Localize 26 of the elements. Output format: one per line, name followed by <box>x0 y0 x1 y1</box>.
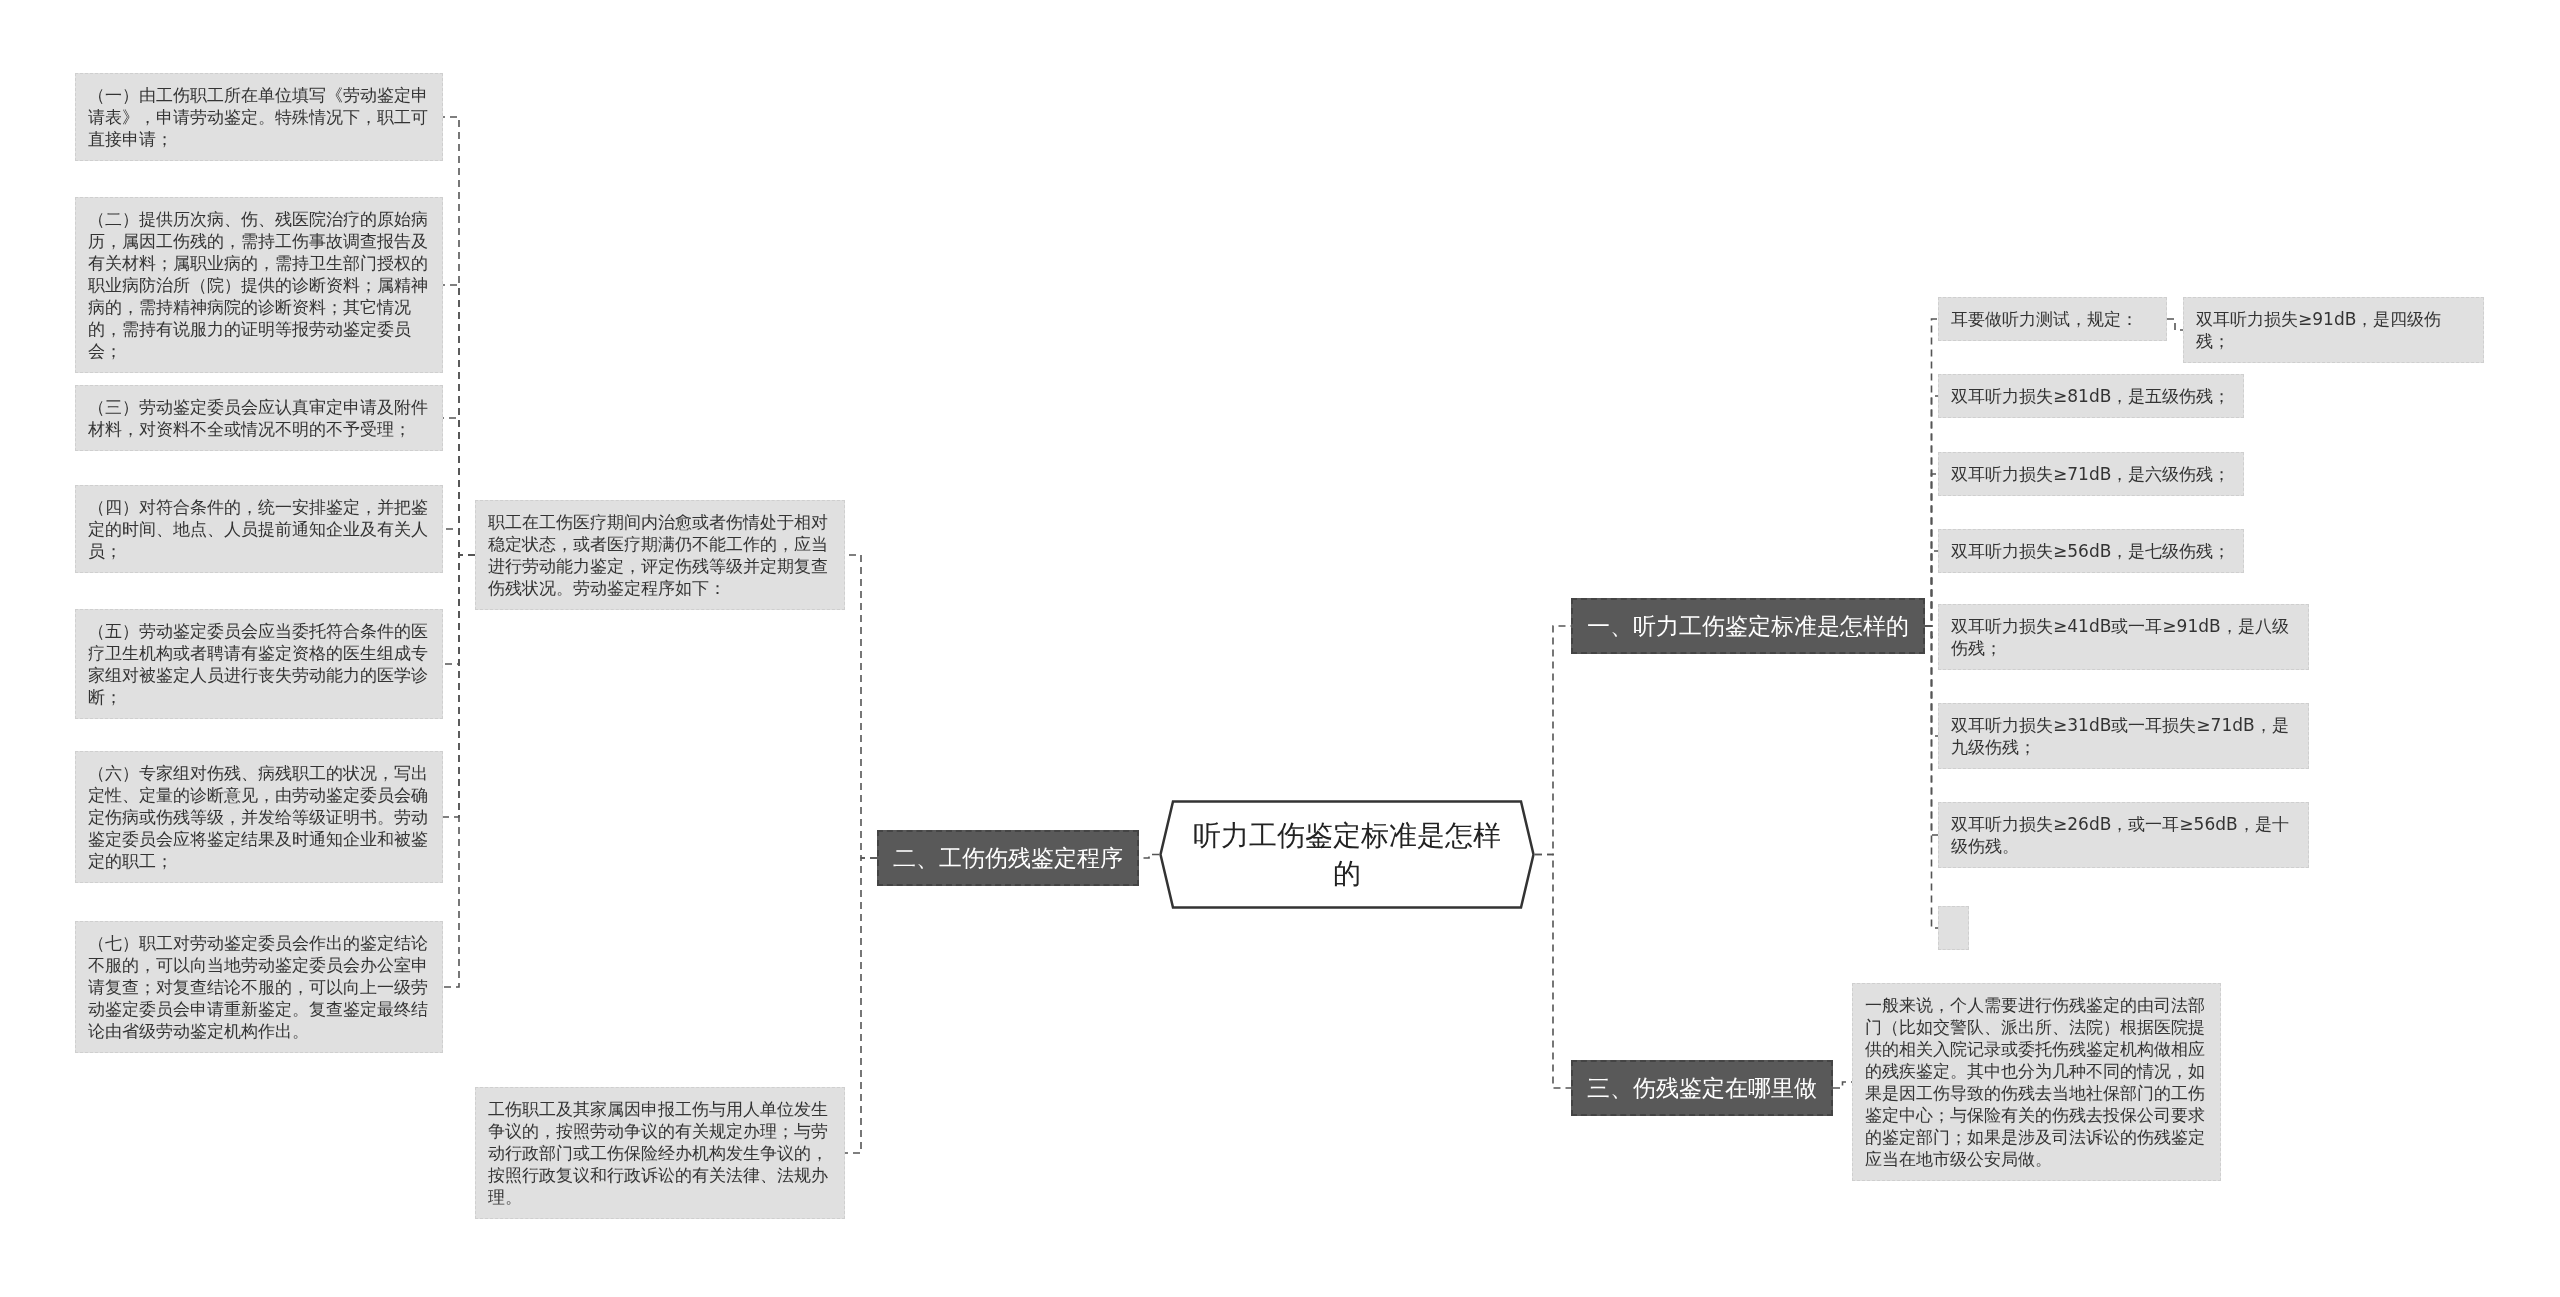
note-box: 双耳听力损失≥26dB，或一耳≥56dB，是十级伤残。 <box>1938 802 2309 868</box>
connector <box>1534 853 1572 1089</box>
connector <box>844 857 878 1154</box>
note-box: 工伤职工及其家属因申报工伤与用人单位发生争议的，按照劳动争议的有关规定办理；与劳动行政部门或工伤保险经办机构发生争议的，按照行政复议和行政诉讼的有关法律、法规办理。 <box>475 1087 845 1219</box>
topic-box: 二、工伤伤残鉴定程序 <box>877 830 1139 886</box>
note-box: 耳要做听力测试，规定： <box>1938 297 2167 341</box>
note-box: 双耳听力损失≥91dB，是四级伤残； <box>2183 297 2484 363</box>
note-box: （一）由工伤职工所在单位填写《劳动鉴定申请表》，申请劳动鉴定。特殊情况下，职工可直接申请； <box>75 73 443 161</box>
note-box: （二）提供历次病、伤、残医院治疗的原始病历，属因工伤残的，需持工伤事故调查报告及有关材料；属职业病的，需持卫生部门授权的职业病防治所（院）提供的诊断资料；属精神病的，需持精神病院的诊断资料；其它情况的，需持有说服力的证明等报劳动鉴定委员会； <box>75 197 443 373</box>
note-box: 双耳听力损失≥71dB，是六级伤残； <box>1938 452 2244 496</box>
note-box: 双耳听力损失≥41dB或一耳≥91dB，是八级伤残； <box>1938 604 2309 670</box>
note-box: 双耳听力损失≥56dB，是七级伤残； <box>1938 529 2244 573</box>
central-topic: 听力工伤鉴定标准是怎样的 <box>1159 800 1535 909</box>
note-box: （六）专家组对伤残、病残职工的状况，写出定性、定量的诊断意见，由劳动鉴定委员会确定伤病或伤残等级，并发给等级证明书。劳动鉴定委员会应将鉴定结果及时通知企业和被鉴定的职工； <box>75 751 443 883</box>
note-box: 双耳听力损失≥81dB，是五级伤残； <box>1938 374 2244 418</box>
note-box: （四）对符合条件的，统一安排鉴定，并把鉴定的时间、地点、人员提前通知企业及有关人员； <box>75 485 443 573</box>
empty-box <box>1938 906 1969 950</box>
note-box: （五）劳动鉴定委员会应当委托符合条件的医疗卫生机构或者聘请有鉴定资格的医生组成专家组对被鉴定人员进行丧失劳动能力的医学诊断； <box>75 609 443 719</box>
note-box: （七）职工对劳动鉴定委员会作出的鉴定结论不服的，可以向当地劳动鉴定委员会办公室申请复查；对复查结论不服的，可以向上一级劳动鉴定委员会申请重新鉴定。复查鉴定最终结论由省级劳动鉴定机构作出。 <box>75 921 443 1053</box>
connector <box>2166 318 2184 331</box>
note-box: 一般来说，个人需要进行伤残鉴定的由司法部门（比如交警队、派出所、法院）根据医院提供的相关入院记录或委托伤残鉴定机构做相应的残疾鉴定。其中也分为几种不同的情况，如果是因工伤导致的伤残去当地社保部门的工伤鉴定中心；与保险有关的伤残去投保公司要求的鉴定部门；如果是涉及司法诉讼的伤残鉴定应当在地市级公安局做。 <box>1852 983 2221 1181</box>
note-box: （三）劳动鉴定委员会应认真审定申请及附件材料，对资料不全或情况不明的不予受理； <box>75 385 443 451</box>
topic-box: 一、听力工伤鉴定标准是怎样的 <box>1571 598 1925 654</box>
topic-box: 三、伤残鉴定在哪里做 <box>1571 1060 1833 1116</box>
note-box: 职工在工伤医疗期间内治愈或者伤情处于相对稳定状态，或者医疗期满仍不能工作的，应当进行劳动能力鉴定，评定伤残等级并定期复查伤残状况。劳动鉴定程序如下： <box>475 500 845 610</box>
note-box: 双耳听力损失≥31dB或一耳损失≥71dB，是九级伤残； <box>1938 703 2309 769</box>
